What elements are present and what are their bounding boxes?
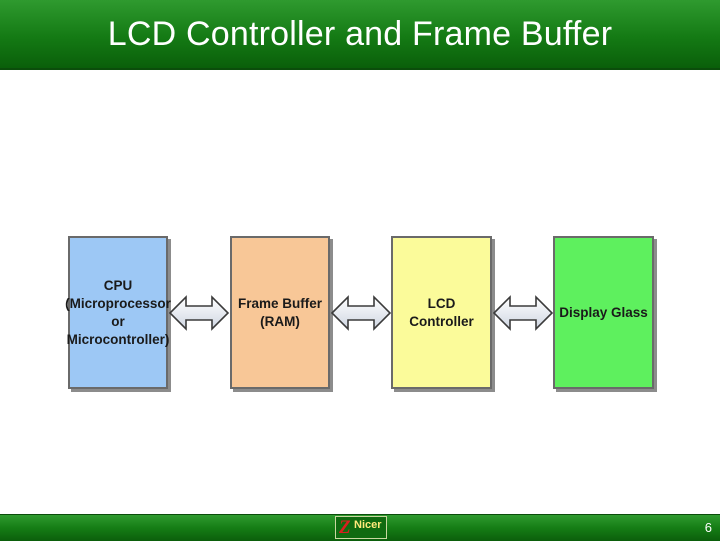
block-lcd-controller-label: LCD Controller	[409, 295, 474, 329]
title-bar: LCD Controller and Frame Buffer	[0, 0, 720, 70]
znicer-logo: Z Nicer	[335, 516, 387, 539]
block-frame-buffer-label: Frame Buffer (RAM)	[237, 295, 323, 329]
double-arrow-icon	[330, 295, 392, 331]
double-arrow-icon	[168, 295, 230, 331]
page-number: 6	[704, 520, 712, 535]
logo-text: Nicer	[354, 519, 382, 531]
block-cpu-label: CPU (Microprocessor or Microcontroller)	[65, 277, 171, 347]
logo-letter: Z	[339, 517, 351, 538]
slide-title: LCD Controller and Frame Buffer	[107, 15, 613, 53]
double-arrow-icon	[492, 295, 554, 331]
block-diagram: CPU (Microprocessor or Microcontroller) …	[60, 232, 660, 397]
block-display-glass-label: Display Glass	[559, 304, 648, 320]
block-lcd-controller: LCD Controller	[391, 236, 492, 389]
block-frame-buffer: Frame Buffer (RAM)	[230, 236, 330, 389]
block-cpu: CPU (Microprocessor or Microcontroller)	[65, 236, 171, 389]
footer-bar: Z Nicer 6	[0, 514, 720, 541]
block-display-glass: Display Glass	[553, 236, 654, 389]
